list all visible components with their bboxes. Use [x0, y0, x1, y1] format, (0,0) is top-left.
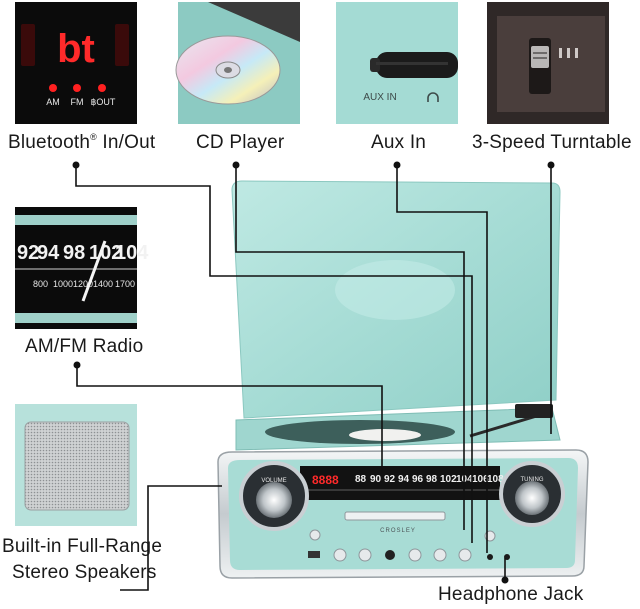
- dial-tick-102: 102: [440, 474, 457, 485]
- tuning-knob-label: TUNING: [521, 477, 544, 483]
- bt-led-icon: [98, 84, 106, 92]
- dial-tick-90: 90: [370, 474, 382, 485]
- indicator-fm: FM: [71, 97, 84, 107]
- panel-button-1[interactable]: [333, 548, 347, 562]
- aux-port-icon: [385, 550, 395, 560]
- am-led-icon: [49, 84, 57, 92]
- fm-tick-92: 92: [17, 242, 39, 264]
- headphone-port-icon: [487, 554, 493, 560]
- dial-tick-98: 98: [426, 474, 438, 485]
- am-tick-1400: 1400: [93, 279, 113, 289]
- speed-switch-svg: [487, 2, 609, 124]
- radio-dial-window: [300, 466, 500, 500]
- volume-knob[interactable]: VOLUME: [239, 461, 309, 531]
- panel-button-3[interactable]: [408, 548, 422, 562]
- bluetooth-label: Bluetooth® In/Out: [8, 132, 155, 154]
- indicator-am: AM: [46, 97, 60, 107]
- cd-player-label: CD Player: [196, 132, 285, 153]
- aux-closeup: AUX IN: [336, 2, 458, 124]
- aux-in-label: Aux In: [371, 132, 427, 153]
- indicator-bt-out: ฿OUT: [91, 97, 116, 107]
- tuning-knob[interactable]: TUNING: [499, 461, 565, 527]
- tuning-needle-icon: [81, 240, 107, 302]
- dial-tick-88: 88: [355, 474, 367, 485]
- panel-button-2[interactable]: [358, 548, 372, 562]
- bluetooth-label-text: Bluetooth: [8, 132, 91, 153]
- fm-led-icon: [73, 84, 81, 92]
- brand-logo: CROSLEY: [380, 528, 416, 534]
- aux-port-svg: AUX IN: [336, 2, 458, 124]
- speakers-label-line2: Stereo Speakers: [12, 562, 157, 583]
- bluetooth-led-text: bt: [57, 27, 95, 71]
- volume-knob-label: VOLUME: [261, 478, 286, 484]
- radio-label: AM/FM Radio: [25, 336, 144, 357]
- cd-closeup: [175, 2, 300, 124]
- speed-switch-closeup: [487, 2, 609, 124]
- radio-closeup: 92 94 98 102 104 800 1000 1200 1400 1700: [15, 207, 149, 329]
- panel-button-5[interactable]: [458, 548, 472, 562]
- clock-display: 8888: [312, 473, 339, 487]
- speaker-grille-svg: [15, 404, 137, 526]
- dial-tick-94: 94: [398, 474, 410, 485]
- radio-dial-svg: 92 94 98 102 104 800 1000 1200 1400 1700: [15, 207, 149, 329]
- leader-dots: [72, 161, 555, 584]
- panel-button-power[interactable]: [309, 529, 321, 541]
- turntable-label: 3-Speed Turntable: [472, 132, 632, 153]
- usb-port-icon: [308, 551, 320, 558]
- tonearm: [469, 413, 541, 438]
- am-tick-800: 800: [33, 279, 48, 289]
- aux-port-label: AUX IN: [363, 92, 396, 103]
- cd-disc-svg: [175, 2, 300, 124]
- speaker-closeup: [15, 404, 137, 526]
- cd-slot: [344, 511, 446, 521]
- headphone-label: Headphone Jack: [438, 584, 584, 605]
- am-tick-1200: 1200: [73, 279, 93, 289]
- registered-mark: ®: [90, 132, 97, 142]
- fm-tick-94: 94: [37, 242, 60, 264]
- bluetooth-closeup: bt AM FM ฿OUT: [15, 2, 137, 124]
- leader-lines: [75, 165, 552, 591]
- panel-button-4[interactable]: [433, 548, 447, 562]
- dial-tick-96: 96: [412, 474, 424, 485]
- dial-tick-106: 106: [472, 474, 489, 485]
- fm-tick-104: 104: [115, 242, 149, 264]
- headphone-icon: [427, 92, 439, 102]
- bluetooth-display-svg: bt AM FM ฿OUT: [15, 2, 137, 124]
- dial-tick-92: 92: [384, 474, 396, 485]
- bluetooth-label-suffix: In/Out: [96, 132, 156, 153]
- am-tick-1000: 1000: [53, 279, 73, 289]
- speakers-label-line1: Built-in Full-Range: [2, 536, 163, 557]
- fm-tick-98: 98: [63, 242, 85, 264]
- dial-tick-108: 108: [487, 474, 504, 485]
- am-tick-1700: 1700: [115, 279, 135, 289]
